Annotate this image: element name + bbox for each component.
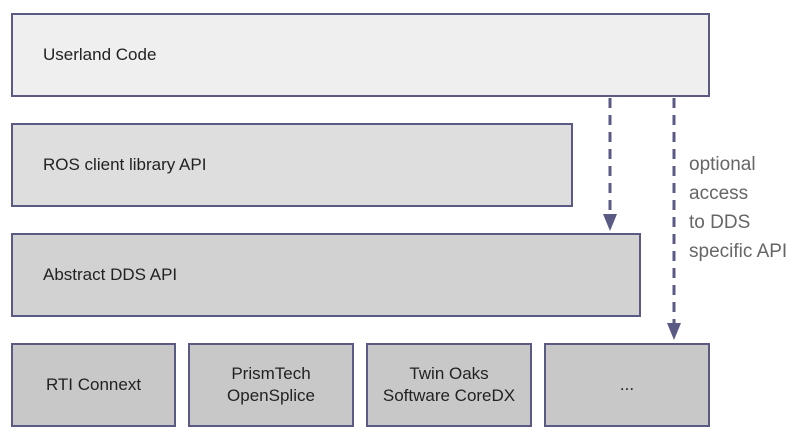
impl-prismtech-opensplice: PrismTech OpenSplice bbox=[188, 343, 354, 427]
arrowhead-abstract-dds bbox=[603, 214, 617, 231]
impl-twin-oaks-coredx: Twin Oaks Software CoreDX bbox=[366, 343, 532, 427]
impl-more: ... bbox=[544, 343, 710, 427]
userland-code-label: Userland Code bbox=[43, 45, 157, 64]
impl-twin-oaks-coredx-label: Twin Oaks Software CoreDX bbox=[382, 364, 516, 405]
abstract-dds-api-layer: Abstract DDS API bbox=[11, 233, 641, 317]
arrowhead-implementation bbox=[667, 323, 681, 340]
ros-client-library-api-layer: ROS client library API bbox=[11, 123, 573, 207]
impl-rti-connext: RTI Connext bbox=[11, 343, 176, 427]
impl-prismtech-opensplice-label: PrismTech OpenSplice bbox=[227, 364, 315, 405]
abstract-dds-api-label: Abstract DDS API bbox=[43, 265, 178, 284]
userland-code-layer: Userland Code bbox=[11, 13, 710, 97]
impl-rti-connext-label: RTI Connext bbox=[45, 375, 142, 394]
impl-more-label: ... bbox=[619, 375, 635, 394]
ros-client-library-api-label: ROS client library API bbox=[43, 155, 207, 174]
optional-access-annotation: optional access to DDS specific API bbox=[689, 154, 788, 262]
